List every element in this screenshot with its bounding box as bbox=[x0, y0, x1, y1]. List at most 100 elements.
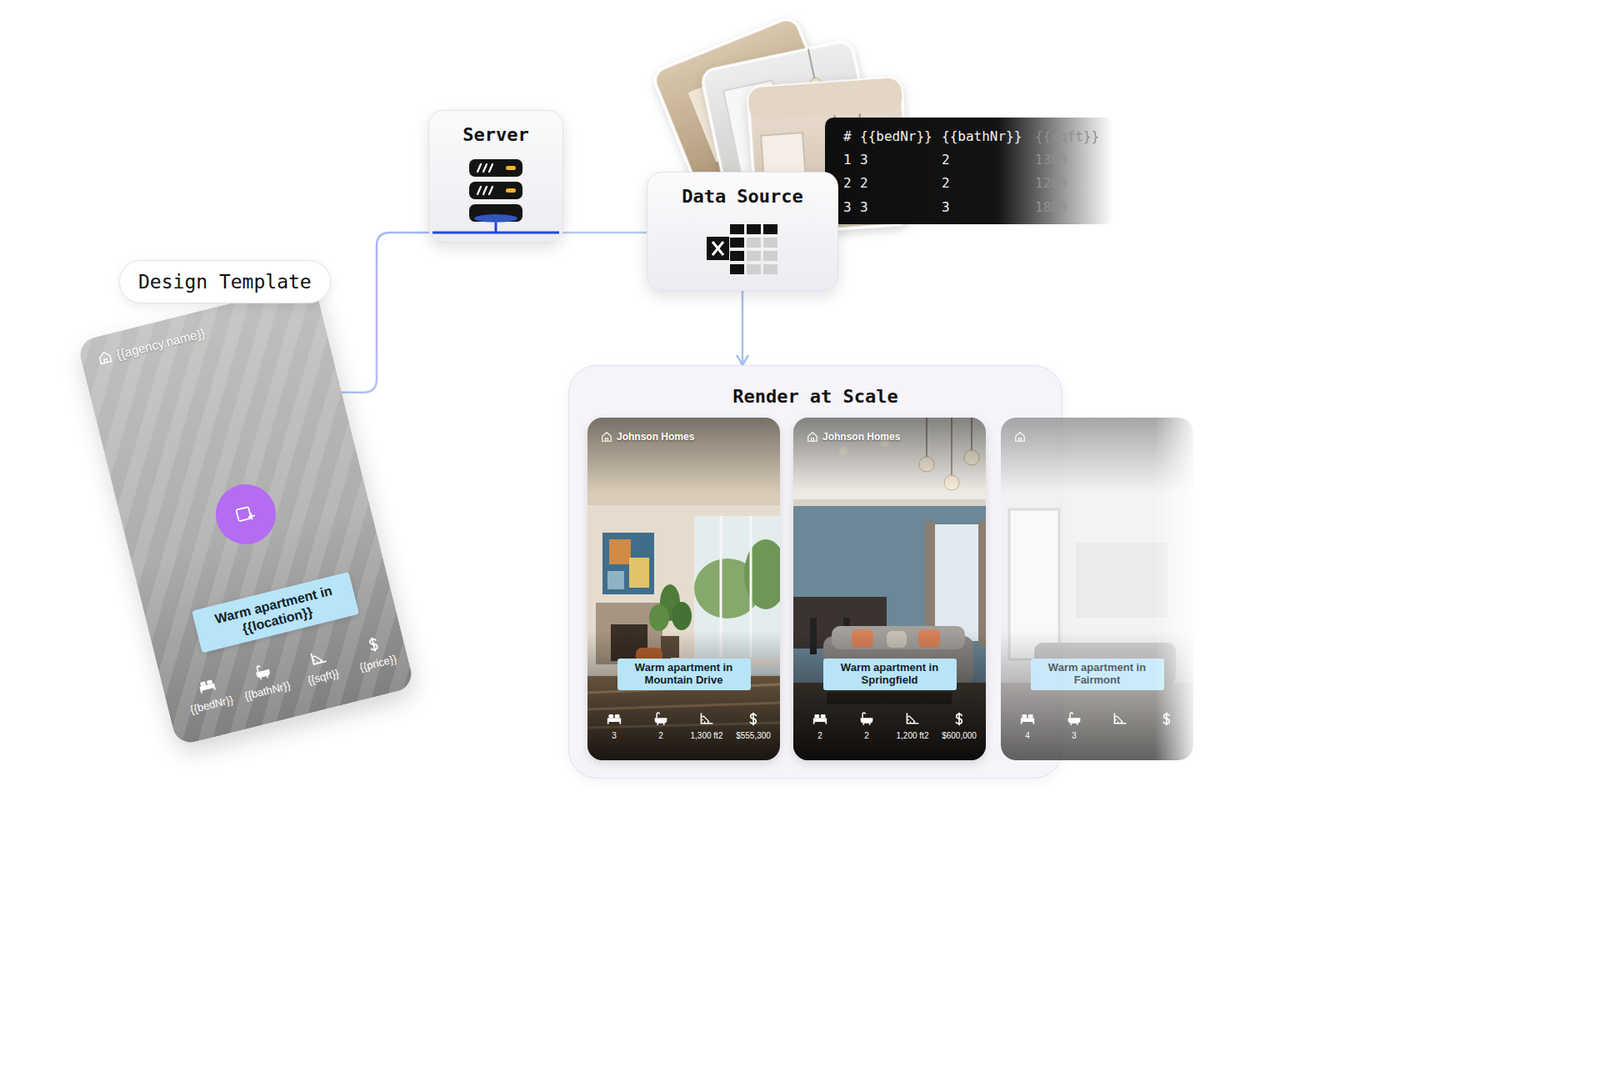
table-cell: {{bedNr}} bbox=[860, 128, 933, 145]
table-cell: 2 bbox=[941, 175, 950, 192]
price-icon-part bbox=[752, 712, 755, 726]
stat-column bbox=[1143, 710, 1190, 726]
bed-icon-part bbox=[206, 679, 213, 685]
data-source-box: Data Source bbox=[646, 171, 839, 291]
table-cell: 2 bbox=[941, 151, 950, 169]
add-media-icon-part bbox=[247, 512, 256, 521]
price-icon-part bbox=[371, 637, 375, 652]
brand-row bbox=[1014, 430, 1026, 443]
media-placeholder bbox=[209, 477, 282, 550]
house-icon bbox=[806, 430, 819, 443]
interior-photo-part bbox=[793, 417, 986, 500]
interior-photo-part bbox=[793, 499, 986, 506]
stat-column: {{bathNr}} bbox=[224, 654, 305, 706]
stat-value: $555,300 bbox=[735, 730, 771, 740]
photo-front-part bbox=[747, 77, 903, 122]
stat-value: 4 bbox=[1025, 730, 1030, 740]
stat-column bbox=[1096, 710, 1144, 726]
stat-column: 2 bbox=[843, 710, 890, 740]
spreadsheet-icon-part bbox=[730, 250, 745, 261]
interior-photo-part bbox=[1000, 417, 1194, 760]
interior-photo-part bbox=[793, 417, 986, 493]
stat-column: 1,300 ft2 bbox=[683, 710, 730, 740]
stat-column: {{price}} bbox=[335, 626, 416, 679]
house-icon-part bbox=[1015, 432, 1025, 442]
bed-icon-part bbox=[607, 720, 610, 724]
stat-column: $555,300 bbox=[730, 710, 777, 740]
server-icon-part bbox=[505, 165, 516, 170]
area-icon-part bbox=[906, 712, 919, 723]
template-group: {{agency.name}} {{bedNr}}{{bathNr}}{{sqft… bbox=[66, 250, 434, 759]
interior-photo-part bbox=[629, 557, 650, 588]
stat-column: {{bedNr}} bbox=[168, 668, 250, 720]
interior-photo-part bbox=[1000, 417, 1194, 493]
listing-card: Johnson Homes321,300 ft2$555,300Warm apa… bbox=[587, 417, 780, 760]
table-cell: 3 bbox=[941, 199, 950, 216]
brand-name: Johnson Homes bbox=[616, 430, 695, 443]
spreadsheet-icon-part bbox=[746, 250, 761, 261]
bed-icon-part bbox=[200, 690, 203, 694]
spreadsheet-icon-part bbox=[746, 237, 761, 248]
interior-photo-part bbox=[602, 532, 655, 595]
server-icon-part bbox=[469, 159, 523, 177]
area-icon bbox=[307, 647, 330, 669]
bed-icon-part bbox=[814, 714, 820, 718]
area-icon-part bbox=[311, 654, 323, 665]
spreadsheet-icon-part bbox=[763, 250, 778, 261]
area-icon bbox=[1111, 710, 1129, 726]
spreadsheet-icon-part bbox=[746, 264, 761, 275]
spreadsheet-icon-part bbox=[730, 264, 745, 275]
brand-row: Johnson Homes bbox=[600, 430, 695, 443]
bed-icon-part bbox=[813, 717, 827, 722]
house-icon bbox=[96, 349, 115, 367]
stat-value: 1,300 ft2 bbox=[690, 730, 724, 740]
spreadsheet-icon-part bbox=[730, 237, 745, 248]
interior-photo-part bbox=[587, 417, 780, 760]
bed-icon-part bbox=[619, 720, 621, 724]
bed-icon-part bbox=[1021, 714, 1027, 718]
area-icon bbox=[904, 710, 921, 726]
bed-icon bbox=[811, 710, 829, 726]
caption-box: Warm apartment in Fairmont bbox=[1030, 658, 1165, 690]
area-icon-part bbox=[700, 715, 710, 724]
area-icon bbox=[698, 710, 715, 726]
house-icon bbox=[600, 430, 613, 443]
bed-icon bbox=[1019, 710, 1036, 726]
area-icon-part bbox=[906, 715, 915, 724]
bed-icon-part bbox=[1032, 720, 1035, 724]
stat-placeholder: {{price}} bbox=[358, 652, 399, 675]
table-cell: 2 bbox=[843, 175, 852, 192]
bed-icon-part bbox=[1028, 714, 1034, 718]
price-icon bbox=[362, 633, 385, 655]
add-media-icon-part bbox=[235, 506, 251, 521]
stat-column: 3 bbox=[590, 710, 638, 740]
bed-icon-part bbox=[813, 720, 815, 724]
stat-column: $600,000 bbox=[935, 710, 983, 740]
stat-column: {{sqft}} bbox=[280, 640, 361, 692]
agency-row: {{agency.name}} bbox=[96, 325, 207, 366]
table-cell: 1800 bbox=[1035, 199, 1068, 216]
bed-icon-part bbox=[820, 714, 826, 718]
bed-icon-part bbox=[615, 714, 620, 718]
area-icon-part bbox=[1114, 712, 1126, 723]
table-cell: 3 bbox=[860, 199, 869, 216]
interior-photo-part bbox=[1000, 630, 1194, 760]
data-table: #{{bedNr}}{{bathNr}}{{sqft}}132130022212… bbox=[825, 117, 1114, 225]
bed-icon bbox=[195, 675, 218, 696]
listing-card: 4 3 Warm apartment in Fairmont bbox=[1000, 417, 1194, 760]
server-icon-part bbox=[477, 164, 481, 172]
listing-card: Johnson Homes221,200 ft2$600,000Warm apa… bbox=[793, 417, 986, 760]
stat-value: 3 bbox=[1071, 730, 1077, 740]
bath-icon bbox=[858, 710, 875, 726]
caption-text: Warm apartment in Fairmont bbox=[1037, 661, 1158, 687]
photo-middle-part bbox=[808, 49, 815, 80]
area-icon-part bbox=[310, 650, 326, 665]
bath-icon-part bbox=[863, 723, 865, 725]
stat-column: 1,200 ft2 bbox=[889, 710, 936, 740]
interior-photo bbox=[587, 417, 780, 760]
server-icon-part bbox=[483, 186, 487, 195]
box-title: Data Source bbox=[647, 185, 838, 207]
bath-icon-part bbox=[657, 723, 660, 725]
connector-line bbox=[741, 290, 745, 365]
bed-icon-part bbox=[607, 717, 621, 722]
